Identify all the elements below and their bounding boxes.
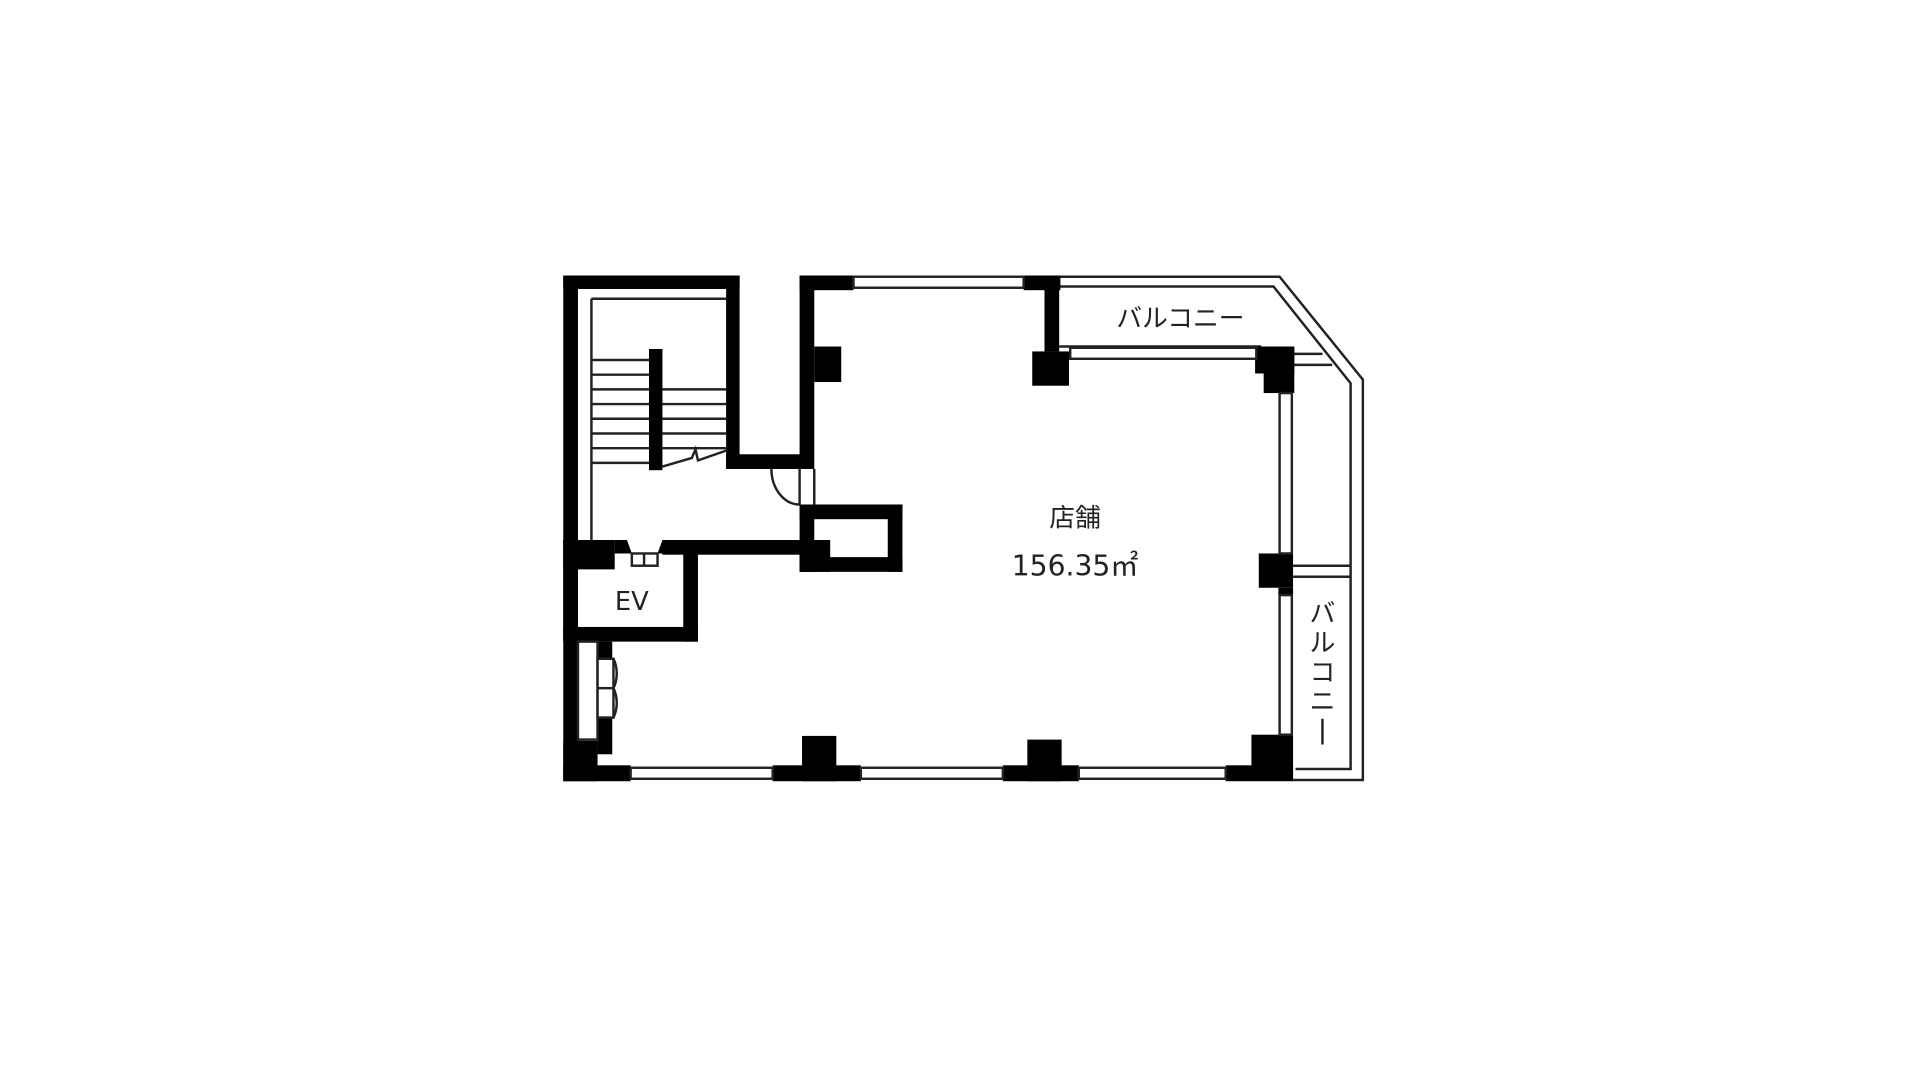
svg-text:ル: ル [1310,628,1336,658]
svg-text:ニ: ニ [1310,687,1336,717]
shop-name-label: 店舗 [1049,504,1100,534]
windows [576,275,1294,780]
shop-area-label: 156.35㎡ [1012,550,1139,583]
doors [596,468,816,719]
svg-text:コ: コ [1310,658,1336,688]
walls [563,275,1295,782]
stair-center-wall [648,348,663,471]
elevator-label: EV [615,587,649,617]
balcony-right-label: バ ル コ ニ [1310,599,1336,745]
svg-text:バ: バ [1310,599,1336,629]
stair [590,297,727,540]
balcony-top-label: バルコニー [1116,304,1244,334]
